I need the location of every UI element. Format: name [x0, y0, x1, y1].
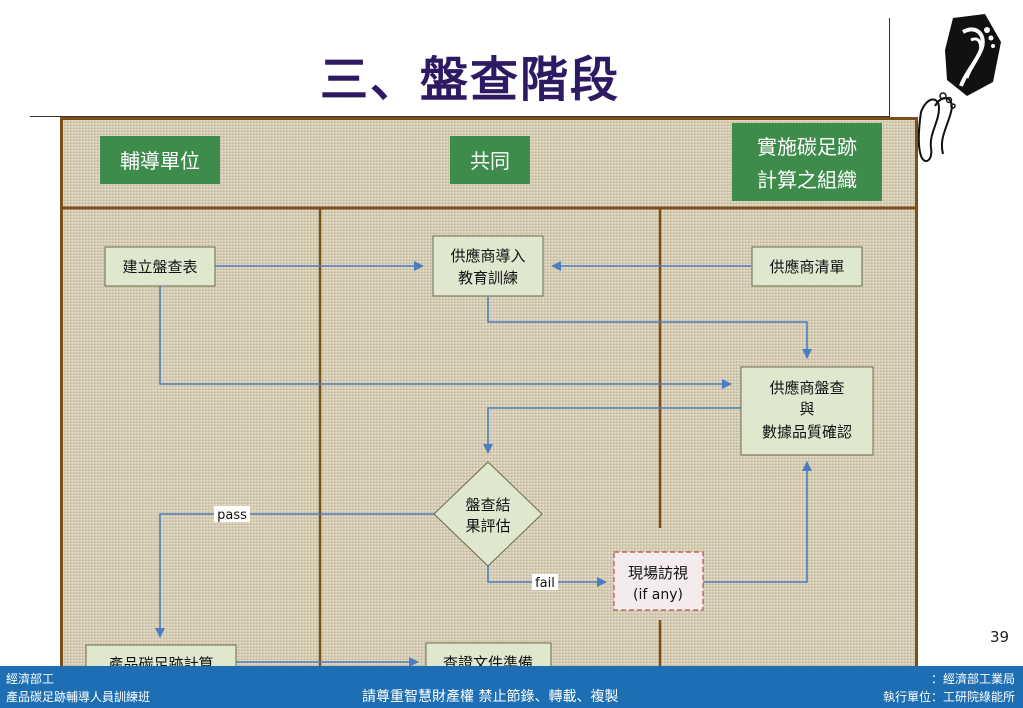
arrow-evaluate-pass: [155, 513, 434, 638]
lane-header-advisor-label: 輔導單位: [120, 149, 200, 173]
node-supplier-list-label: 供應商清單: [769, 258, 844, 276]
footprint-logo-icon: [917, 14, 1001, 163]
node-evaluate-line2: 果評估: [465, 517, 510, 535]
title-underline: [30, 116, 890, 117]
node-evaluate-line1: 盤查結: [465, 496, 510, 514]
arrow-visit-to-audit: [703, 461, 812, 583]
lane-header-advisor: 輔導單位: [100, 136, 220, 184]
node-supplier-audit-line3: 數據品質確認: [762, 423, 852, 441]
node-site-visit: 現場訪視 (if any): [613, 551, 704, 611]
lane-header-organization-line2: 計算之組織: [757, 168, 857, 192]
lane-header-shared-label: 共同: [470, 149, 510, 173]
node-site-visit-line1: 現場訪視: [628, 564, 688, 582]
node-build-table: 建立盤查表: [104, 246, 216, 287]
arrow-evaluate-fail: [487, 566, 607, 587]
header-divider: [889, 18, 890, 118]
footer-copyright-notice: 請尊重智慧財產權 禁止節錄、轉載、複製: [362, 689, 619, 705]
edge-label-fail: fail: [532, 574, 558, 591]
arrow-audit-to-evaluate: [483, 407, 741, 454]
flowchart-board: [60, 117, 918, 685]
lane-header-organization: 實施碳足跡 計算之組織: [732, 123, 882, 201]
node-supplier-list: 供應商清單: [751, 246, 863, 287]
node-supplier-audit: 供應商盤查 與 數據品質確認: [740, 366, 874, 456]
lane-header-organization-line1: 實施碳足跡: [757, 135, 857, 159]
node-site-visit-line2: (if any): [633, 587, 683, 603]
node-supplier-training-line2: 教育訓練: [458, 269, 518, 287]
edge-label-pass-text: pass: [217, 508, 247, 523]
edge-label-fail-text: fail: [535, 576, 555, 591]
footer-bar: 經濟部工 產品碳足跡輔導人員訓練班 請尊重智慧財產權 禁止節錄、轉載、複製 ：經…: [0, 666, 1023, 708]
node-evaluate-decision: 盤查結 果評估: [433, 461, 543, 567]
node-supplier-training-line1: 供應商導入: [450, 247, 525, 265]
edge-label-pass: pass: [214, 506, 250, 523]
page-number: 39: [990, 628, 1010, 646]
lane-header-shared: 共同: [450, 136, 530, 184]
footer-left-bottom: 產品碳足跡輔導人員訓練班: [6, 690, 151, 704]
footer-right-top: ：經濟部工業局: [930, 672, 1015, 686]
footer-right-bottom: 執行單位：工研院綠能所: [882, 690, 1015, 704]
node-build-table-label: 建立盤查表: [122, 258, 197, 276]
arrow-build-to-audit: [159, 286, 732, 389]
node-supplier-audit-line2: 與: [799, 400, 814, 418]
arrow-training-to-audit: [487, 297, 812, 359]
footer-left-top: 經濟部工: [6, 672, 55, 686]
node-supplier-audit-line1: 供應商盤查: [769, 379, 844, 397]
slide-title: 三、盤查階段: [319, 52, 620, 108]
node-supplier-training: 供應商導入 教育訓練: [432, 235, 544, 297]
